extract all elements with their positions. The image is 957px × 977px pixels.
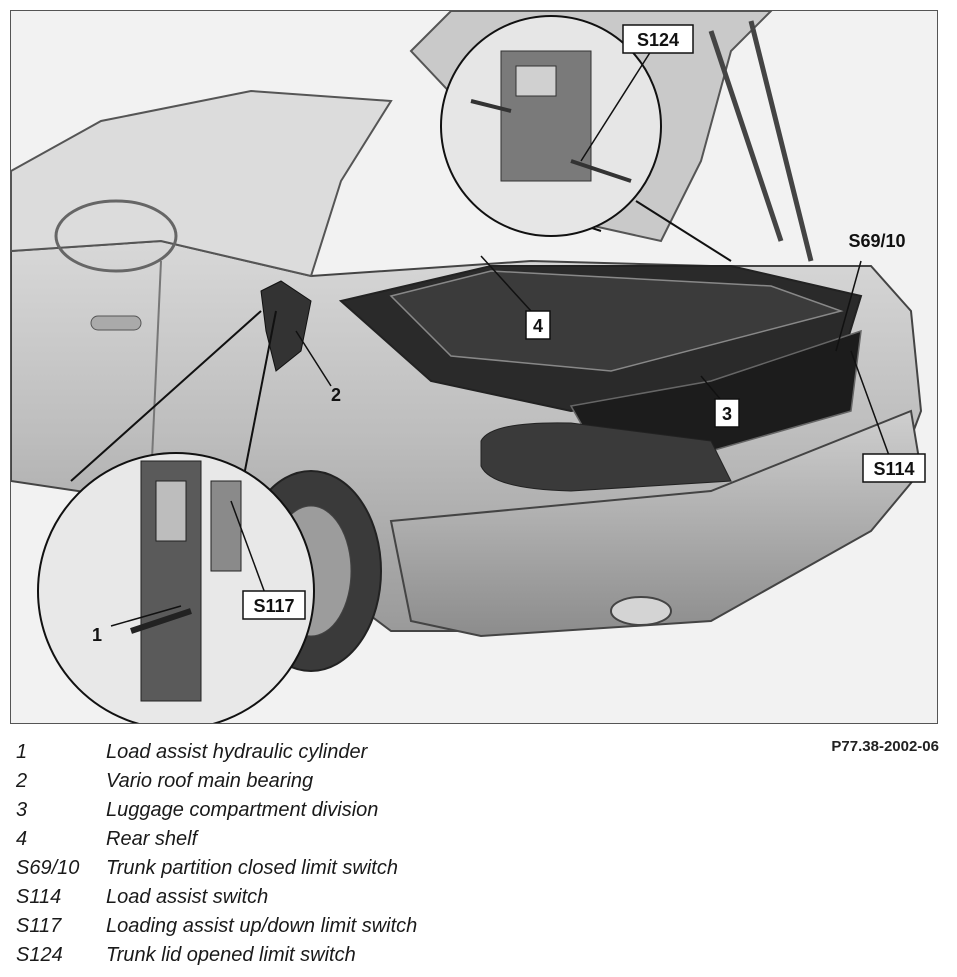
callout-s124: S124 [622,24,694,54]
leader-lines [110,50,892,627]
legend: 1 Load assist hydraulic cylinder 2 Vario… [16,738,716,970]
exhaust-pipe [610,596,672,626]
legend-label: Loading assist up/down limit switch [106,915,418,937]
legend-label: Rear shelf [106,828,198,850]
legend-item: 2 Vario roof main bearing [16,767,716,796]
callout-3: 3 [714,398,740,428]
legend-item: 4 Rear shelf [16,825,716,854]
legend-item: S69/10 Trunk partition closed limit swit… [16,854,716,883]
vario-roof-bearing [260,280,312,372]
cylinder-mount [155,480,187,542]
legend-key: S124 [16,944,63,966]
svg-text:S124: S124 [637,30,679,50]
svg-text:S114: S114 [873,459,914,479]
s124-linkage [470,99,632,183]
s117-switch-detail [210,480,242,572]
legend-key: 1 [16,741,28,763]
detail-connector-bottom-right [240,310,277,492]
svg-text:4: 4 [533,316,543,336]
diagram-figure: S124 S69/10 4 3 S114 2 S117 1 [10,10,938,724]
legend-key: S114 [16,886,62,908]
callout-s117: S117 [242,590,306,620]
figure-reference-code: P77.38-2002-06 [831,738,939,755]
legend-item: S117 Loading assist up/down limit switch [16,912,716,941]
callout-1: 1 [92,625,102,645]
legend-item: S114 Load assist switch [16,883,716,912]
door-handle [90,315,142,331]
legend-key: 4 [16,828,28,850]
detail-connector-bottom-left [70,310,262,482]
legend-key: 2 [16,770,28,792]
legend-item: 1 Load assist hydraulic cylinder [16,738,716,767]
legend-label: Luggage compartment division [106,799,379,821]
detail-connector-top-right [635,200,732,262]
legend-key: S69/10 [16,857,80,879]
legend-key: S117 [16,915,62,937]
trunk-hinge-arms [708,20,814,262]
callout-s69-10: S69/10 [848,231,905,251]
cylinder-piston [130,608,192,634]
svg-text:S117: S117 [253,596,294,616]
car-illustration: S124 S69/10 4 3 S114 2 S117 1 [11,11,937,723]
callout-4: 4 [525,310,551,340]
callout-2: 2 [331,385,341,405]
steering-wheel [54,199,178,273]
s124-switch-body [515,65,557,97]
legend-item: 3 Luggage compartment division [16,796,716,825]
door-seam [150,260,162,482]
legend-label: Load assist hydraulic cylinder [106,741,368,763]
legend-label: Load assist switch [106,886,269,908]
taillight [480,422,732,492]
rear-shelf [389,270,844,372]
legend-label: Trunk partition closed limit switch [106,857,398,879]
legend-label: Trunk lid opened limit switch [106,944,356,966]
legend-item: S124 Trunk lid opened limit switch [16,941,716,970]
legend-key: 3 [16,799,28,821]
callout-s114: S114 [862,453,926,483]
rear-bumper [389,409,923,638]
legend-label: Vario roof main bearing [106,770,314,792]
svg-text:3: 3 [722,404,732,424]
